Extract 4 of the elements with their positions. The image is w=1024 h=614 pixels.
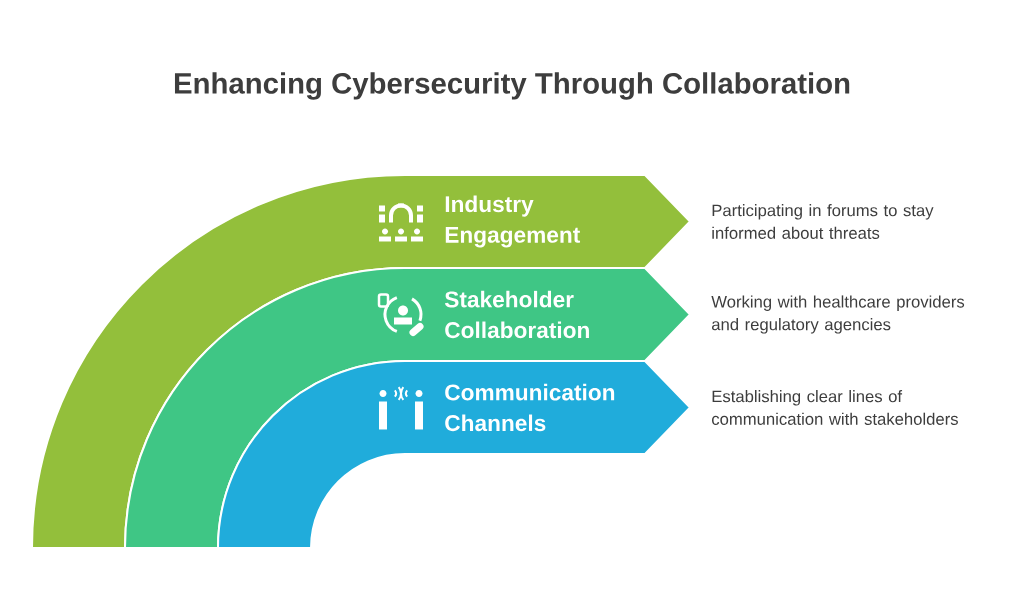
description-text: Establishing clear lines of communication with stakeholders <box>712 390 958 425</box>
description-text: Participating in forums to stay informed about threats <box>712 204 934 239</box>
description-text: Working with healthcare providers and regulatory agencies <box>711 295 965 334</box>
title: Enhancing Cybersecurity Through Collaboration <box>174 72 850 100</box>
